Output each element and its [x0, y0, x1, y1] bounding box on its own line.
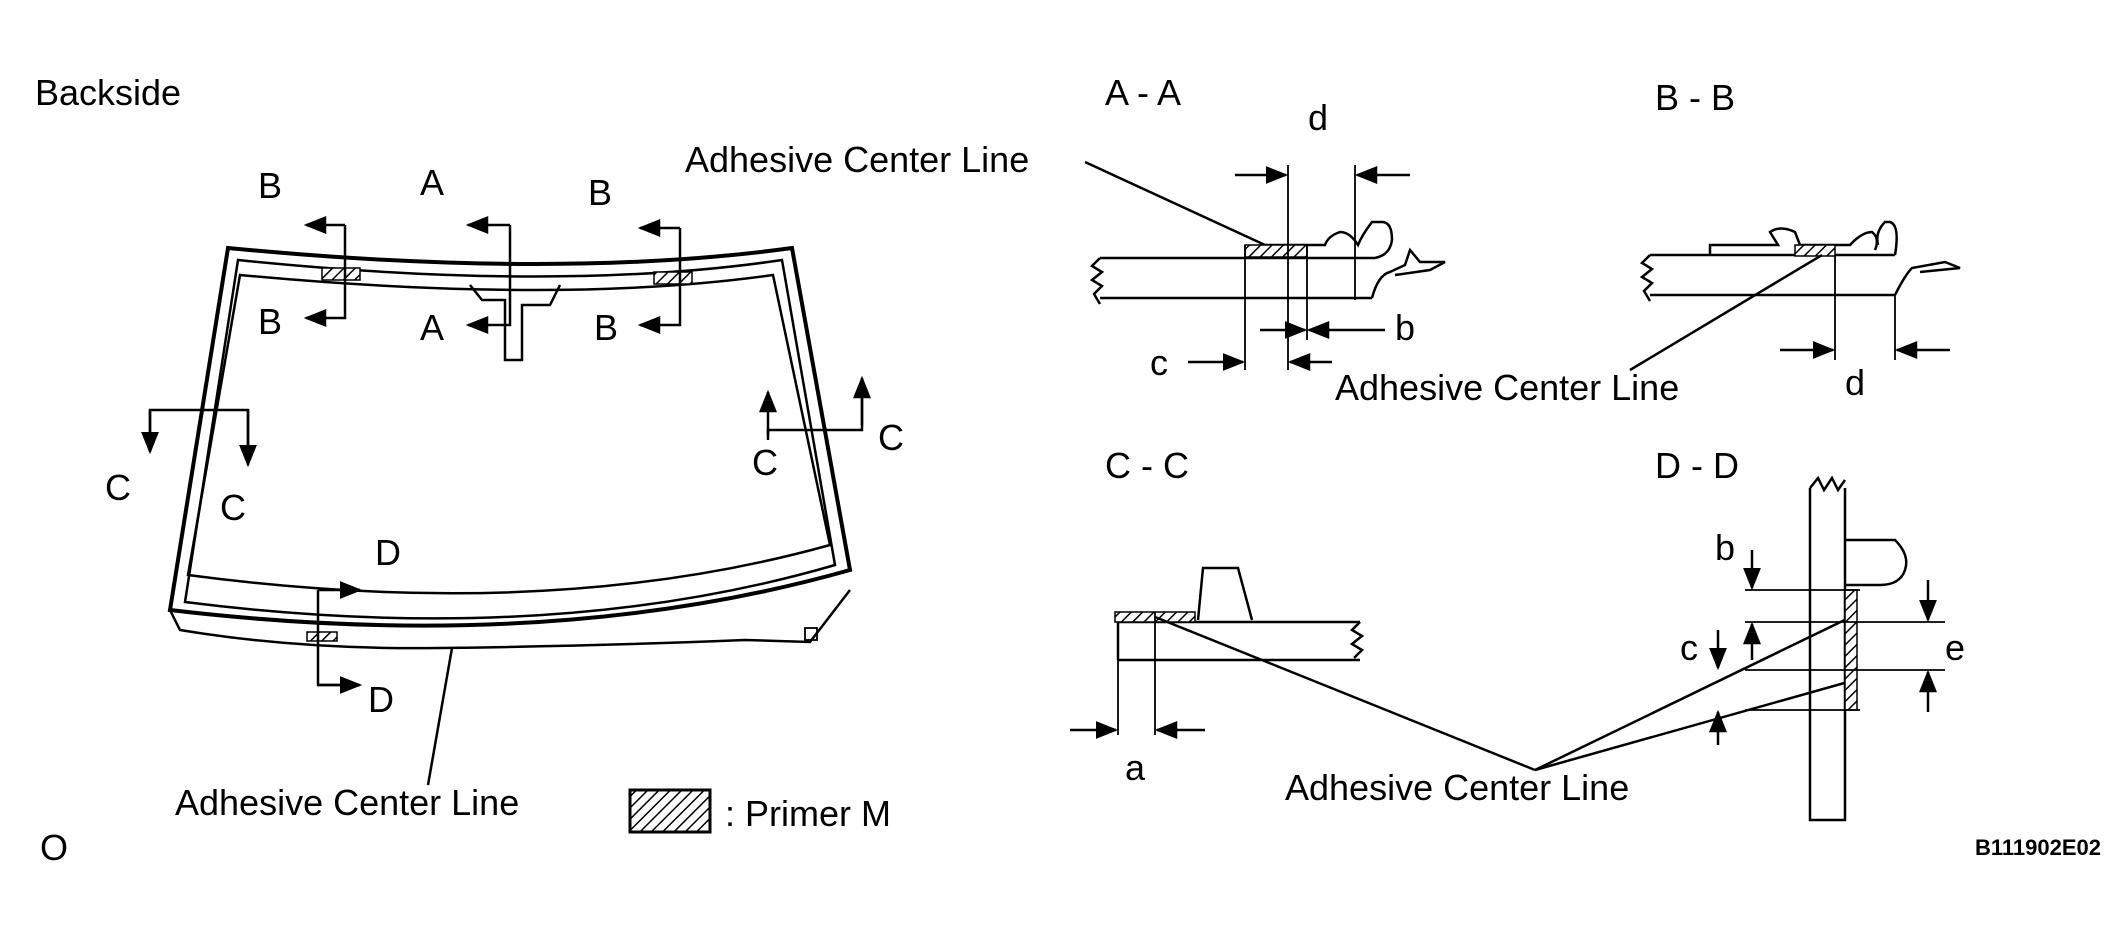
dd-leader-lower: [1534, 678, 1856, 772]
cc-dim-a-label: a: [1125, 747, 1146, 788]
section-dd-title: D - D: [1655, 445, 1739, 486]
primer-legend-label: : Primer M: [725, 793, 891, 834]
section-aa-title: A - A: [1105, 72, 1181, 113]
section-b-left-top-label: B: [258, 165, 282, 206]
primer-legend-swatch: [628, 788, 712, 834]
section-c-left-b-label: C: [220, 487, 246, 528]
primer-patch-d: [306, 631, 338, 642]
dd-leader-upper: [1534, 613, 1856, 772]
dd-dim-e-label: e: [1945, 627, 1965, 668]
section-cut-c-left: C C: [105, 408, 257, 528]
section-cc-title: C - C: [1105, 445, 1189, 486]
figure-code: B111902E02: [1975, 835, 2101, 860]
section-d-bottom-label: D: [368, 679, 394, 720]
section-a-bottom-label: A: [420, 307, 444, 348]
corner-label: O: [40, 827, 68, 868]
section-b-right-bottom-label: B: [594, 307, 618, 348]
dd-dim-b-label: b: [1715, 527, 1735, 568]
shared-adhesive-label: Adhesive Center Line: [1285, 767, 1629, 808]
section-bb-detail: B - B Adhesive Center Line d: [1335, 77, 1961, 408]
section-cut-a: A A: [420, 162, 512, 348]
section-d-top-label: D: [375, 532, 401, 573]
section-cut-d: D D: [316, 532, 401, 720]
aa-adhesive-label: Adhesive Center Line: [685, 139, 1029, 180]
overview-adhesive-leader: [426, 647, 454, 786]
section-cut-b-left: B B: [258, 165, 347, 342]
section-cut-c-right: C C: [752, 375, 904, 483]
section-c-right-b-label: C: [878, 417, 904, 458]
section-bb-title: B - B: [1655, 77, 1735, 118]
bb-adhesive-label: Adhesive Center Line: [1335, 367, 1679, 408]
primer-patch-b-left: [321, 267, 361, 281]
dd-dim-c-label: c: [1680, 627, 1698, 668]
section-aa-detail: A - A d Adhesive Center Line b c: [685, 72, 1446, 383]
primer-patch-b-right: [653, 271, 693, 285]
aa-dim-b-label: b: [1395, 307, 1415, 348]
aa-primer-band: [1244, 244, 1308, 258]
aa-dim-c-label: c: [1150, 342, 1168, 383]
view-label: Backside: [35, 72, 181, 113]
bb-primer-band: [1794, 244, 1836, 257]
overview-adhesive-label: Adhesive Center Line: [175, 782, 519, 823]
section-b-right-top-label: B: [588, 172, 612, 213]
dd-primer-band: [1844, 589, 1858, 711]
bb-dim-d-label: d: [1845, 362, 1865, 403]
section-cut-b-right: B B: [588, 172, 682, 348]
windshield-outline: [167, 245, 853, 650]
section-dd-detail: D - D b c e: [1655, 445, 1965, 822]
section-a-top-label: A: [420, 162, 444, 203]
section-cc-detail: C - C a: [1070, 445, 1536, 788]
section-c-left-a-label: C: [105, 467, 131, 508]
section-b-left-bottom-label: B: [258, 301, 282, 342]
section-c-right-a-label: C: [752, 442, 778, 483]
aa-dim-d-label: d: [1308, 97, 1328, 138]
